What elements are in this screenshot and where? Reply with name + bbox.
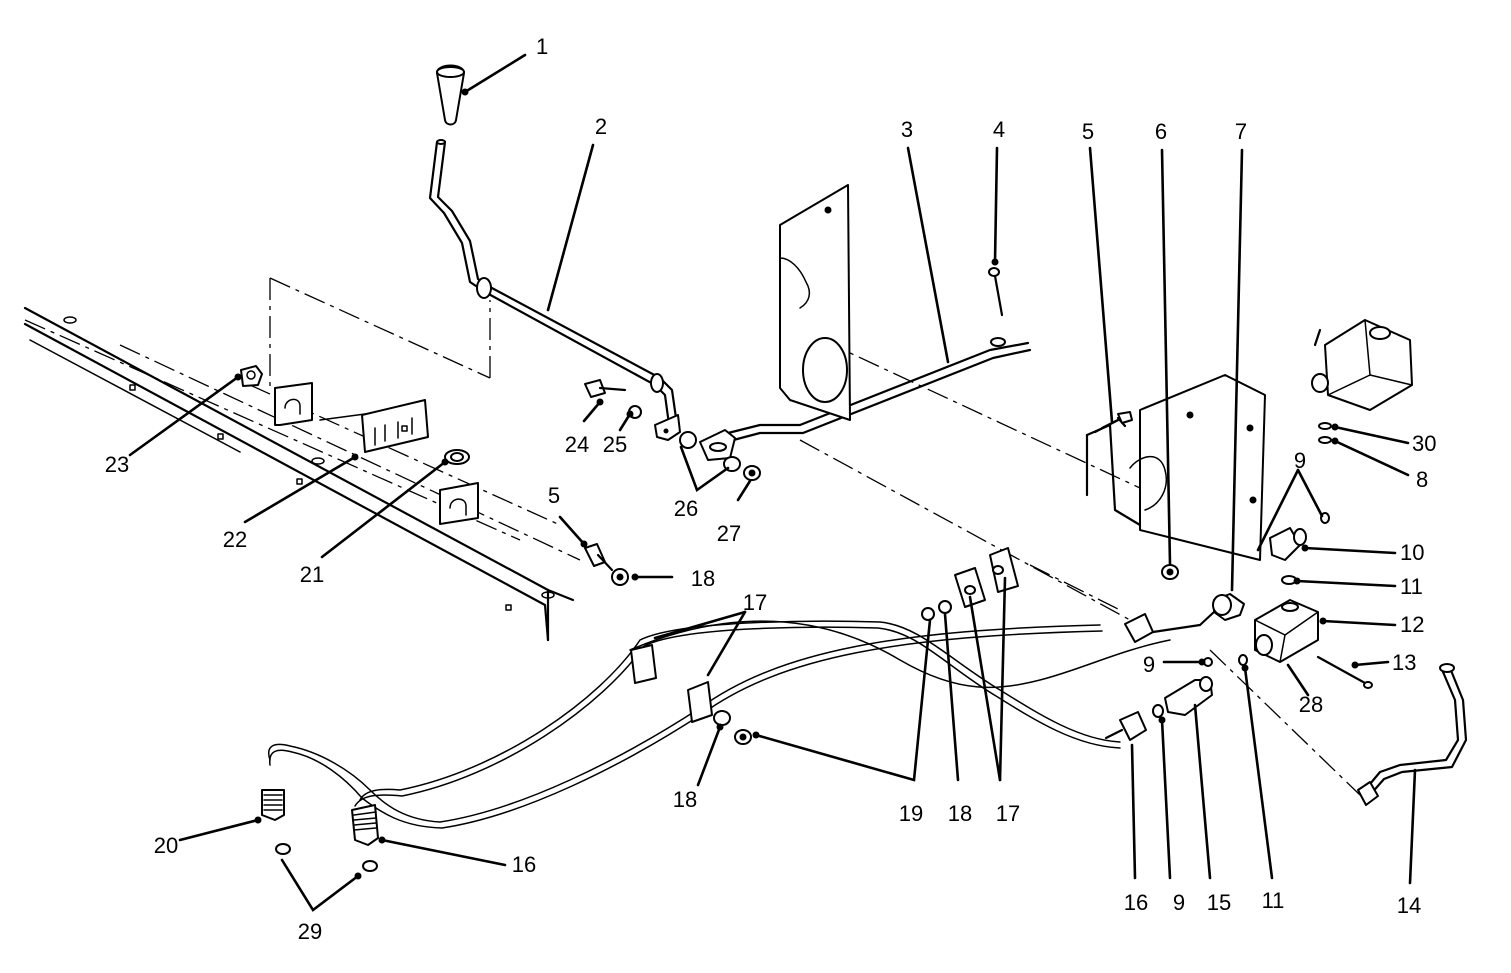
callout-28: 28: [1299, 692, 1323, 717]
pipe-14: [1357, 663, 1468, 806]
callout-23: 23: [105, 452, 129, 477]
callout-17: 17: [996, 801, 1020, 826]
leader-dots: [234, 88, 1359, 880]
knob: [436, 64, 465, 126]
adapter-7: [1212, 593, 1245, 621]
callout-27: 27: [717, 521, 741, 546]
shaft-diagonal: [1085, 416, 1142, 527]
callout-12: 12: [1400, 612, 1424, 637]
fitting-20: [261, 789, 285, 821]
orings-29: [275, 843, 378, 872]
bolt-13: [1316, 655, 1373, 689]
callout-18: 18: [948, 801, 972, 826]
callout-10: 10: [1400, 540, 1424, 565]
callout-9: 9: [1143, 652, 1155, 677]
bolt-5-lower: [584, 543, 614, 572]
fitting-10: [1269, 527, 1307, 561]
washers-18: [611, 568, 952, 726]
nut-6: [1161, 564, 1179, 580]
fitting-16-upper: [1124, 610, 1216, 643]
callout-22: 22: [223, 527, 247, 552]
nut-23: [240, 365, 263, 387]
callout-17: 17: [743, 590, 767, 615]
callout-30: 30: [1412, 431, 1436, 456]
plate-22: [361, 399, 429, 453]
callout-3: 3: [901, 117, 913, 142]
callout-5: 5: [1082, 119, 1094, 144]
callout-16: 16: [512, 852, 536, 877]
mounting-plate-right: [1129, 374, 1266, 561]
washer-26: [679, 431, 741, 472]
fitting-16-right: [1104, 711, 1147, 741]
nut-27: [743, 465, 761, 481]
callout-18: 18: [691, 566, 715, 591]
callout-9: 9: [1294, 448, 1306, 473]
callout-14: 14: [1397, 893, 1421, 918]
callout-11: 11: [1400, 574, 1423, 599]
bolt-24: [584, 379, 627, 398]
callout-13: 13: [1392, 650, 1416, 675]
callout-21: 21: [300, 562, 324, 587]
callout-8: 8: [1416, 467, 1428, 492]
callout-11: 11: [1262, 888, 1285, 913]
callout-15: 15: [1207, 890, 1231, 915]
elbow-fitting-15: [1152, 676, 1213, 718]
valve-block-12: [1254, 599, 1319, 663]
frame-rail: [23, 306, 575, 642]
callout-5: 5: [548, 483, 560, 508]
control-lever: [428, 139, 681, 441]
washers-30-8: [1318, 422, 1332, 444]
nuts-19: [734, 607, 935, 745]
callout-2: 2: [595, 114, 607, 139]
bracket-upper: [274, 382, 381, 426]
callout-4: 4: [993, 117, 1005, 142]
screw-4: [988, 267, 1004, 317]
callout-6: 6: [1155, 119, 1167, 144]
link-rod: [699, 337, 1032, 461]
callout-labels: 1 2 3 4 5 6 7 30 8 9 10 11 12 13 28 9 23…: [105, 34, 1437, 944]
bolt-21: [444, 449, 470, 465]
callout-29: 29: [298, 919, 322, 944]
callout-16: 16: [1124, 890, 1148, 915]
bolt-5-upper: [1100, 411, 1133, 430]
callout-18: 18: [673, 787, 697, 812]
bracket-lower: [439, 482, 479, 525]
callout-9: 9: [1173, 890, 1185, 915]
leader-lines: [128, 53, 1417, 912]
callout-25: 25: [603, 432, 627, 457]
fitting-16-left: [351, 804, 379, 846]
mounting-plate-left: [779, 184, 851, 421]
clamps-17: [630, 547, 1019, 723]
callout-20: 20: [154, 833, 178, 858]
callout-24: 24: [565, 432, 589, 457]
callout-19: 19: [899, 801, 923, 826]
callout-1: 1: [536, 34, 548, 59]
valve-top-right: [1311, 319, 1413, 411]
callout-26: 26: [674, 496, 698, 521]
callout-7: 7: [1235, 119, 1247, 144]
